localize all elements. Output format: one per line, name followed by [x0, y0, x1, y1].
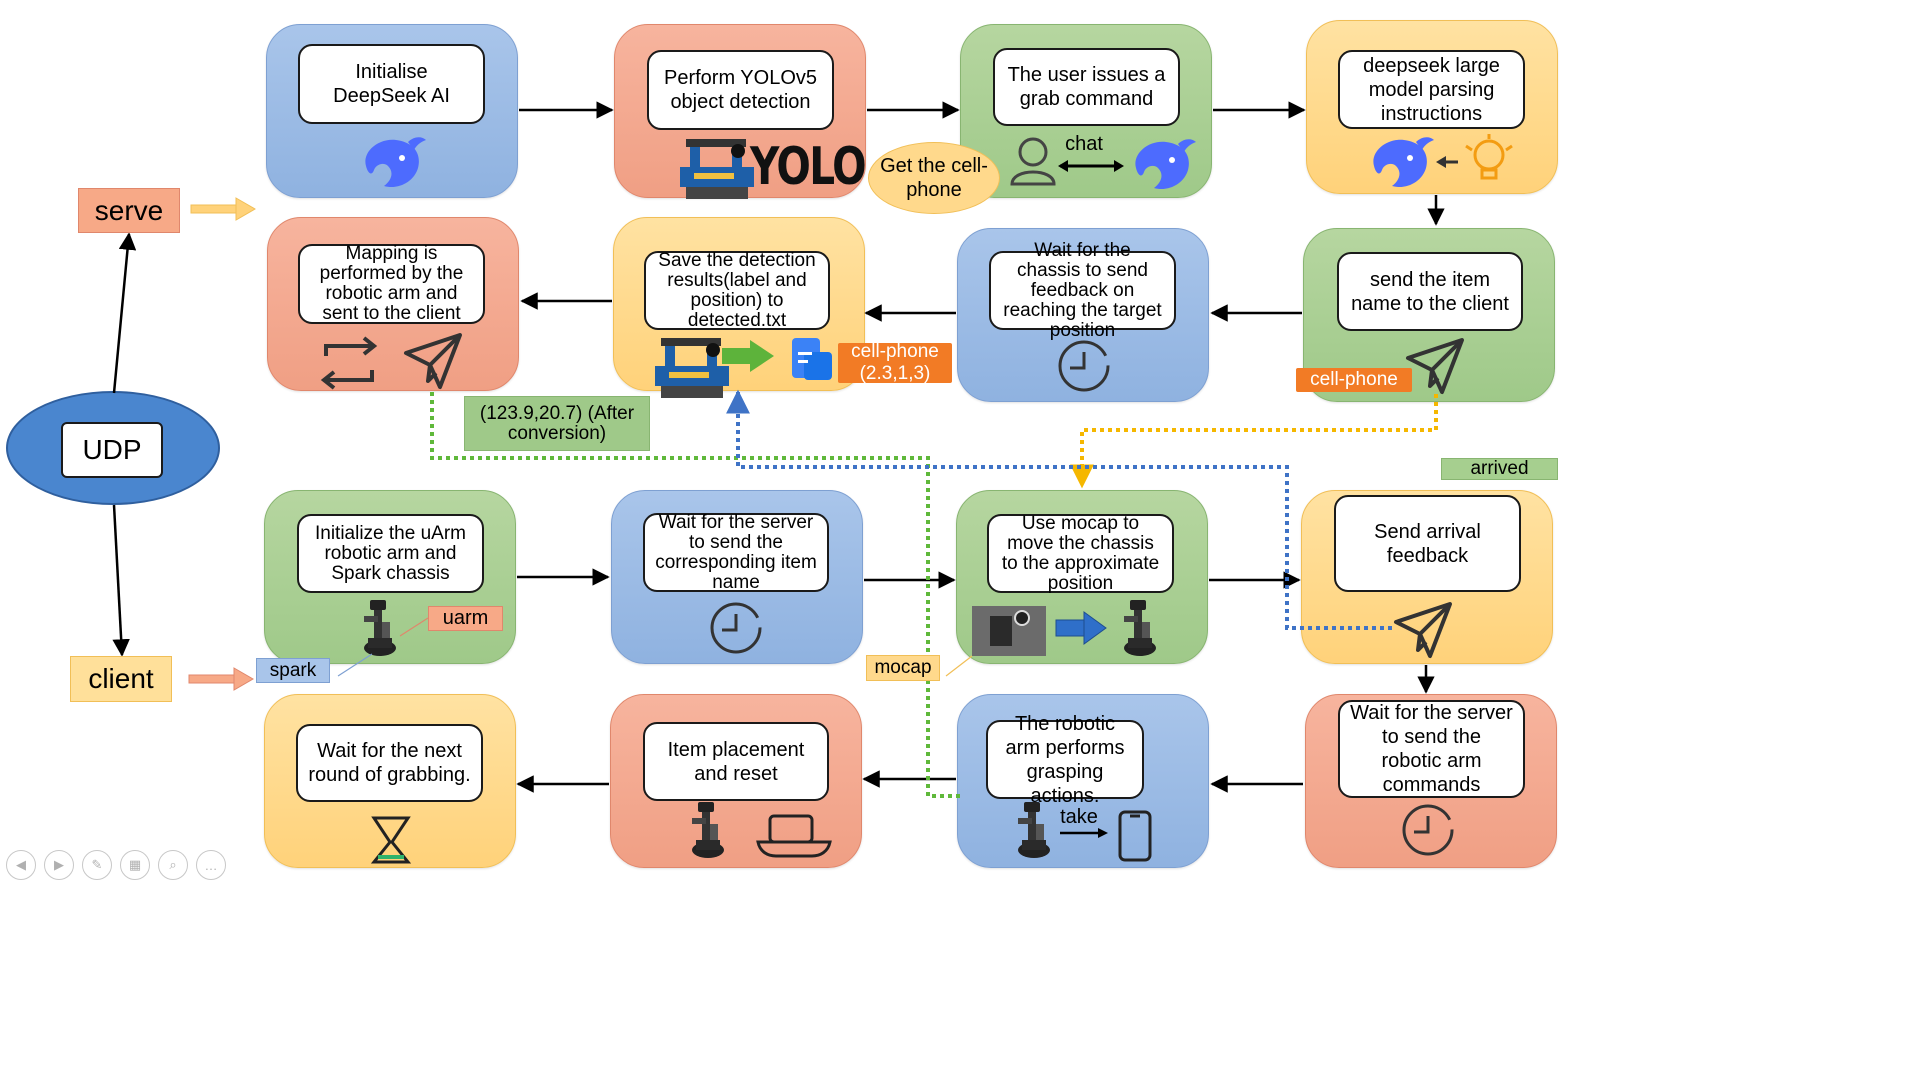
item-tag: cell-phone	[1296, 368, 1412, 392]
send-item-text: send the item name to the client	[1337, 252, 1523, 331]
wait-next-text: Wait for the next round of grabbing.	[296, 724, 483, 802]
detection-tag: cell-phone (2.3,1,3)	[838, 341, 952, 384]
init-deepseek-text: Initialise DeepSeek AI	[298, 44, 485, 124]
wait-chassis-text: Wait for the chassis to send feedback on…	[989, 240, 1176, 340]
wait-arm-cmd-text: Wait for the server to send the robotic …	[1338, 700, 1525, 798]
yolo-logo: YOLO	[750, 137, 867, 197]
save-detection-text: Save the detection results(label and pos…	[644, 250, 830, 330]
client-tag: client	[70, 656, 172, 702]
arrival-feedback-text: Send arrival feedback	[1334, 495, 1521, 592]
pen-icon[interactable]: ✎	[82, 850, 112, 880]
udp-label: UDP	[61, 422, 163, 478]
mocap-move-text: Use mocap to move the chassis to the app…	[987, 513, 1174, 593]
init-uarm-text: Initialize the uArm robotic arm and Spar…	[297, 514, 484, 593]
next-slide-icon[interactable]: ▶	[44, 850, 74, 880]
grasping-text: The robotic arm performs grasping action…	[986, 713, 1144, 807]
speech-bubble: Get the cell-phone	[868, 142, 1000, 214]
placement-text: Item placement and reset	[643, 722, 829, 801]
arrived-tag: arrived	[1441, 458, 1558, 480]
converted-tag: (123.9,20.7) (After conversion)	[464, 396, 650, 451]
user-grab-text: The user issues a grab command	[993, 48, 1180, 126]
mapping-text: Mapping is performed by the robotic arm …	[298, 244, 485, 324]
take-label: take	[1060, 806, 1098, 828]
wait-server-item-text: Wait for the server to send the correspo…	[643, 512, 829, 592]
uarm-tag: uarm	[428, 606, 503, 631]
spark-tag: spark	[256, 658, 330, 683]
slides-grid-icon[interactable]: ▦	[120, 850, 150, 880]
deepseek-parsing-text: deepseek large model parsing instruction…	[1338, 50, 1525, 129]
serve-tag: serve	[78, 188, 180, 233]
prev-slide-icon[interactable]: ◀	[6, 850, 36, 880]
yolo-detection-text: Perform YOLOv5 object detection	[647, 50, 834, 130]
more-icon[interactable]: …	[196, 850, 226, 880]
mocap-tag: mocap	[866, 655, 940, 681]
chat-label: chat	[1065, 133, 1103, 155]
zoom-icon[interactable]: ⌕	[158, 850, 188, 880]
